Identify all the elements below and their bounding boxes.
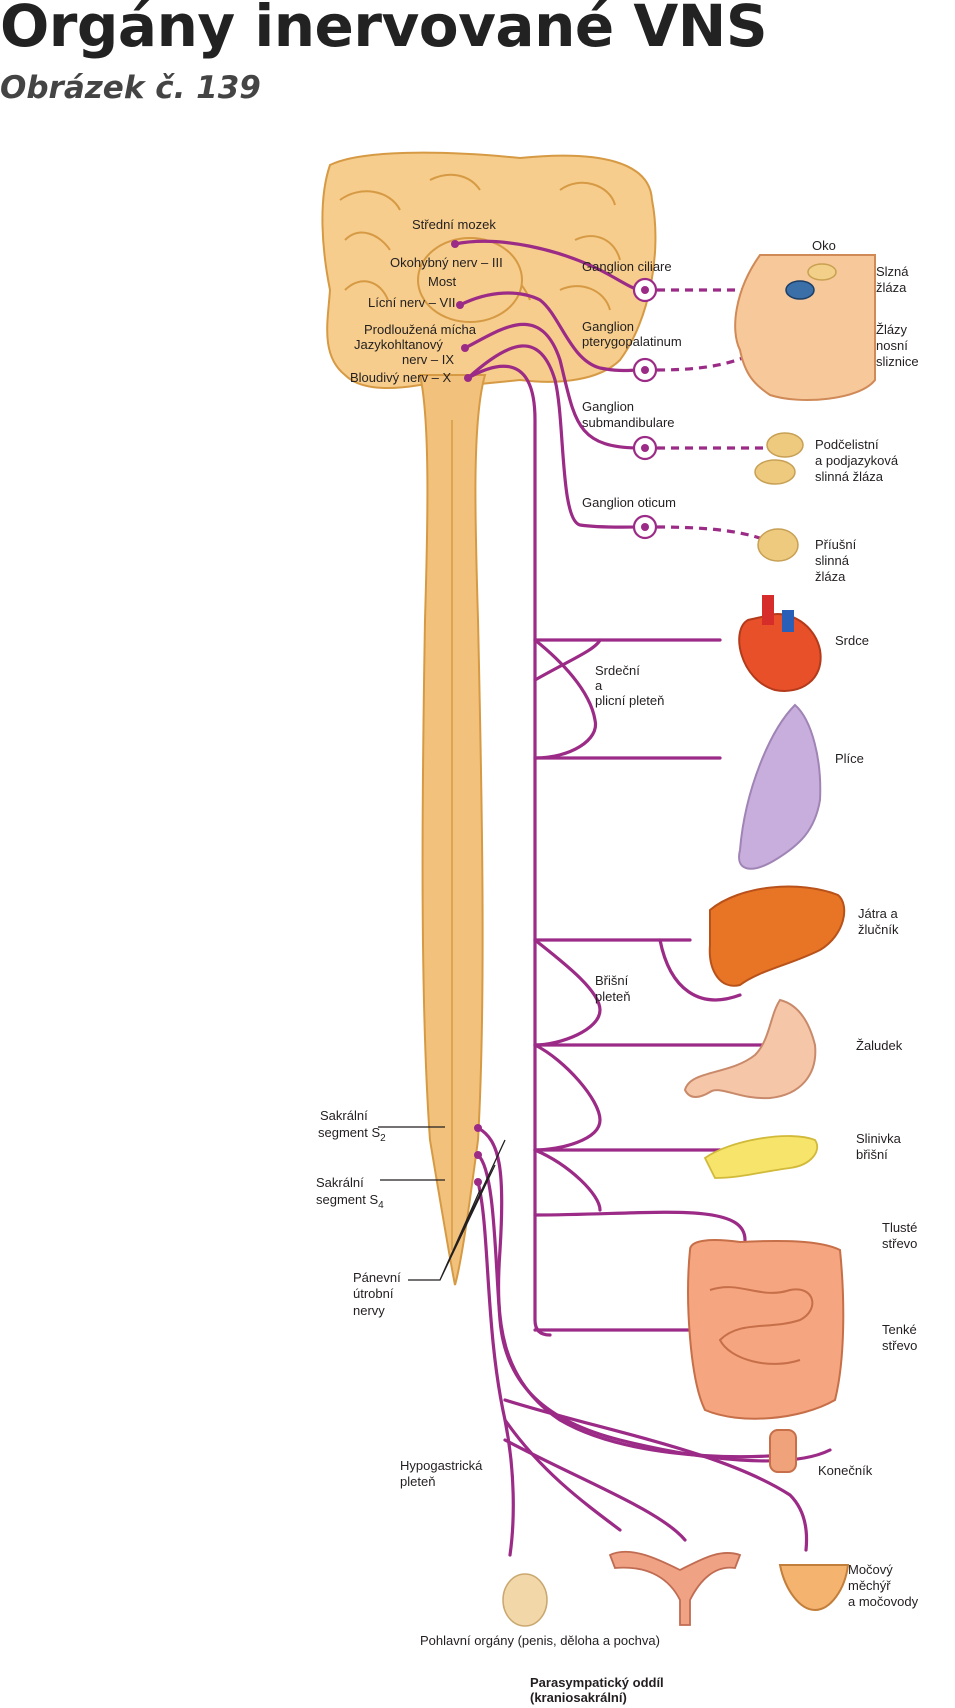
label-plice: Plíce [835, 751, 864, 766]
label-jatra: Játra a [858, 906, 899, 921]
label-slzna-2: žláza [876, 280, 907, 295]
label-panevni-3: nervy [353, 1303, 385, 1318]
label-priusni-3: žláza [815, 569, 846, 584]
label-ganglion-ptery-2: pterygopalatinum [582, 334, 682, 349]
label-podcel: Podčelistní [815, 437, 879, 452]
label-slzna: Slzná [876, 264, 909, 279]
label-ganglion-submand-2: submandibulare [582, 415, 675, 430]
organ-labels: Oko Slzná žláza Žlázy nosní sliznice Pod… [420, 238, 919, 1648]
label-srdce: Srdce [835, 633, 869, 648]
caption-line-2: (kraniosakrální) [530, 1690, 627, 1705]
figure-number: Obrázek č. 139 [0, 70, 261, 106]
ganglia [632, 277, 658, 540]
label-hypogastricka: Hypogastrická [400, 1458, 483, 1473]
label-mocovy: Močový [848, 1562, 893, 1577]
label-nosni-3: sliznice [876, 354, 919, 369]
figure-caption: Parasympatický oddíl (kraniosakrální) [530, 1675, 664, 1705]
label-hypogastricka-2: pleteň [400, 1474, 435, 1489]
label-ganglion-ciliare: Ganglion ciliare [582, 259, 672, 274]
parotid-gland [757, 528, 799, 562]
label-mocovy-3: a močovody [848, 1594, 919, 1609]
intestines [687, 1239, 845, 1473]
sacral-labels: Sakrální segment S2 Sakrální segment S4 … [316, 1108, 506, 1318]
label-priusni: Příušní [815, 537, 857, 552]
brain [321, 151, 657, 389]
heart [738, 595, 822, 692]
label-nosni: Žlázy [876, 322, 908, 337]
pancreas [703, 1135, 819, 1179]
label-srdecni: Srdeční [595, 663, 640, 678]
label-nosni-2: nosní [876, 338, 908, 353]
label-ganglion-oticum: Ganglion oticum [582, 495, 676, 510]
label-licni: Lícní nerv – VII [368, 295, 455, 310]
label-srdecni-3: plicní pleteň [595, 693, 664, 708]
eye-and-nose [734, 254, 876, 401]
label-brisni-2: pleteň [595, 989, 630, 1004]
label-ganglion-submand: Ganglion [582, 399, 634, 414]
label-pohlavni: Pohlavní orgány (penis, děloha a pochva) [420, 1633, 660, 1648]
label-tenke: Tenké [882, 1322, 917, 1337]
label-mocovy-2: měchýř [848, 1578, 891, 1593]
label-slinivka: Slinivka [856, 1131, 902, 1146]
submandibular-gland [754, 432, 804, 485]
label-priusni-2: slinná [815, 553, 850, 568]
caption-line-1: Parasympatický oddíl [530, 1675, 664, 1690]
label-tluste-2: střevo [882, 1236, 917, 1251]
label-s2: Sakrální [320, 1108, 368, 1123]
label-podcel-3: slinná žláza [815, 469, 884, 484]
liver [708, 885, 846, 987]
label-tluste: Tlusté [882, 1220, 917, 1235]
brain-labels: Střední mozek Okohybný nerv – III Most L… [350, 217, 503, 385]
label-oko: Oko [812, 238, 836, 253]
label-s4-segment: segment S4 [316, 1192, 384, 1211]
label-panevni: Pánevní [353, 1270, 401, 1285]
label-konecnik: Konečník [818, 1463, 873, 1478]
bladder [778, 1564, 850, 1612]
label-srdecni-2: a [595, 678, 603, 693]
label-jatra-2: žlučník [858, 922, 899, 937]
label-jazykohltanovy-2: nerv – IX [402, 352, 454, 367]
label-stredni-mozek: Střední mozek [412, 217, 496, 232]
ganglion-labels: Ganglion ciliare Ganglion pterygopalatin… [582, 259, 682, 510]
label-podcel-2: a podjazyková [815, 453, 899, 468]
label-tenke-2: střevo [882, 1338, 917, 1353]
page-title: Orgány inervované VNS [0, 0, 768, 60]
reproductive-organs [502, 1550, 742, 1627]
plexus-labels: Srdeční a plicní pleteň Břišní pleteň Hy… [400, 663, 664, 1489]
label-s4: Sakrální [316, 1175, 364, 1190]
label-brisni: Břišní [595, 973, 629, 988]
label-jazykohltanovy: Jazykohltanový [354, 337, 443, 352]
label-s2-segment: segment S2 [318, 1125, 386, 1144]
stomach [683, 998, 817, 1100]
label-slinivka-2: břišní [856, 1147, 888, 1162]
label-panevni-2: útrobní [353, 1286, 394, 1301]
label-zaludek: Žaludek [856, 1038, 903, 1053]
label-most: Most [428, 274, 457, 289]
label-ganglion-ptery: Ganglion [582, 319, 634, 334]
sacral-nerves [474, 1124, 832, 1557]
label-bloudivy: Bloudivý nerv – X [350, 370, 451, 385]
cranial-nerves [451, 239, 642, 1337]
vagus-branches [533, 638, 782, 1332]
label-prodlouzena: Prodloužená mícha [364, 322, 477, 337]
lung [738, 703, 822, 870]
label-okohybny: Okohybný nerv – III [390, 255, 503, 270]
